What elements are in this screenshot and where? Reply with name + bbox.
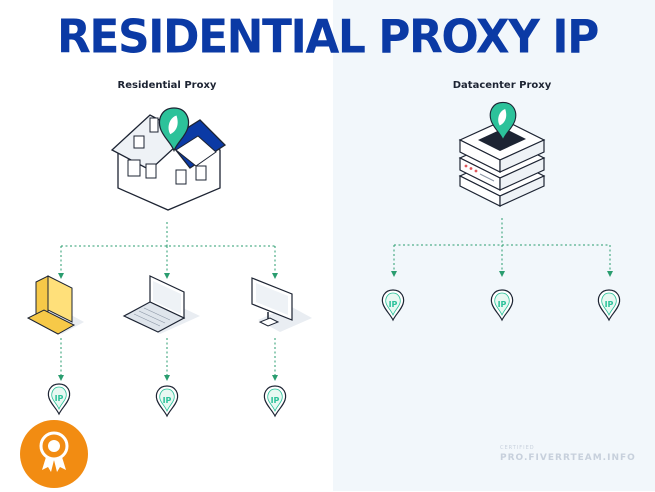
location-pin-icon [489, 101, 517, 142]
svg-text:IP: IP [55, 394, 64, 403]
certified-badge-icon [20, 420, 88, 488]
watermark-site: PRO.FIVERRTEAM.INFO [500, 453, 636, 463]
residential-proxy-label: Residential Proxy [117, 80, 217, 91]
watermark-certified: CERTIFIED [500, 445, 535, 451]
svg-text:IP: IP [271, 396, 280, 405]
datacenter-proxy-label: Datacenter Proxy [452, 80, 552, 91]
watermark: CERTIFIED PRO.FIVERRTEAM.INFO [500, 445, 636, 463]
ip-pin-icon: IP [490, 289, 514, 321]
svg-text:IP: IP [498, 300, 507, 309]
server-icon [458, 119, 546, 207]
svg-text:IP: IP [163, 396, 172, 405]
ip-pin-icon: IP [47, 383, 71, 415]
ip-pin-icon: IP [263, 385, 287, 417]
page-title: RESIDENTIAL PROXY IP [57, 10, 599, 65]
datacenter-connectors [391, 218, 613, 277]
svg-text:IP: IP [389, 300, 398, 309]
laptop-icon [122, 275, 200, 334]
monitor-icon [251, 277, 312, 332]
ip-pin-icon: IP [597, 289, 621, 321]
residential-connectors [58, 222, 278, 381]
ip-pin-icon: IP [155, 385, 179, 417]
location-pin-icon [158, 107, 190, 153]
laptop-yellow-icon [26, 275, 84, 335]
svg-text:IP: IP [605, 300, 614, 309]
ip-pin-icon: IP [381, 289, 405, 321]
